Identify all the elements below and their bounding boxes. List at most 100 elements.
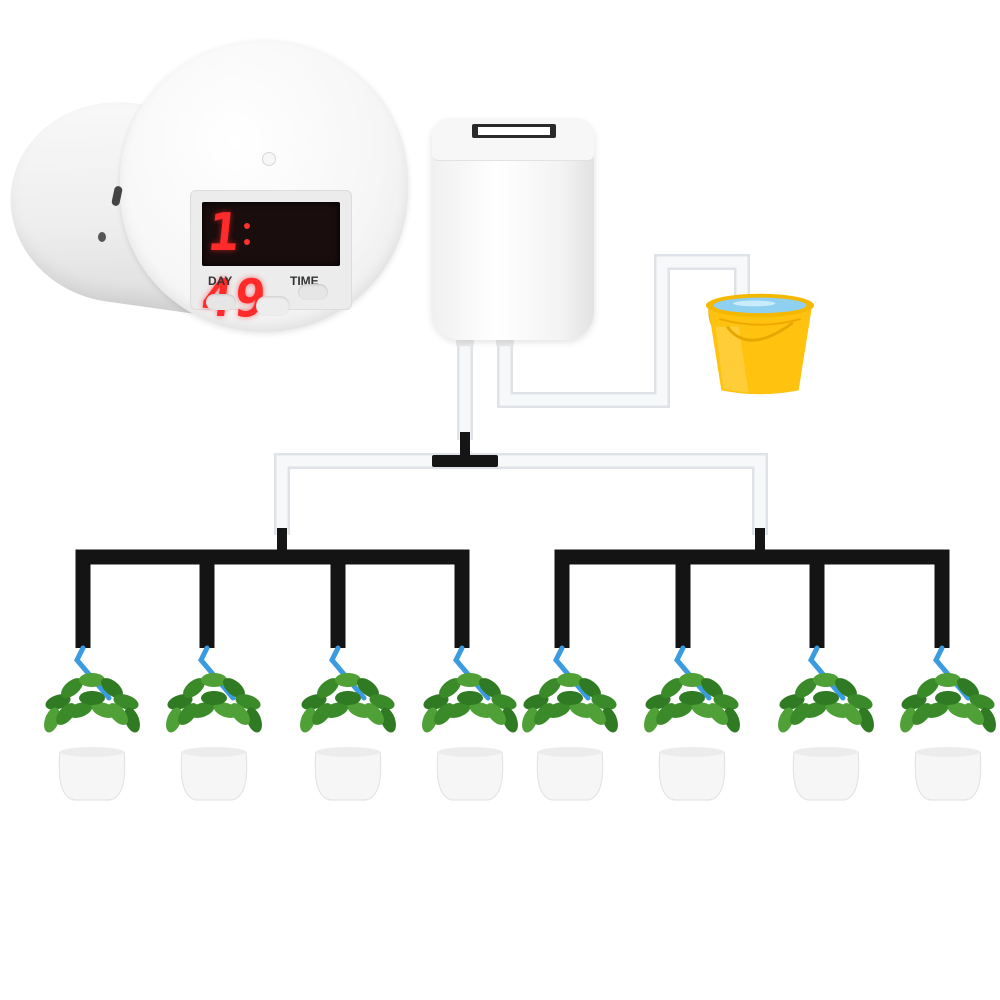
leaf — [557, 673, 583, 687]
leaf — [124, 707, 140, 733]
leaf — [644, 707, 660, 733]
leaf — [364, 703, 384, 725]
leaf — [301, 694, 327, 710]
time-button[interactable] — [298, 284, 328, 300]
plant-pot — [644, 673, 740, 801]
leaf — [591, 694, 617, 710]
leaf — [434, 703, 454, 725]
leaf — [935, 673, 961, 687]
leaf — [847, 694, 873, 710]
leaf — [79, 691, 105, 705]
drip-line — [674, 645, 712, 701]
led-colon — [244, 219, 252, 249]
leaf — [183, 678, 205, 698]
plant-pot — [422, 673, 518, 801]
leaf — [479, 678, 501, 698]
leaf — [835, 678, 857, 698]
plant-pot — [778, 673, 874, 801]
black-manifold-right — [554, 549, 950, 648]
pot-rim — [538, 747, 602, 757]
leaf — [957, 678, 979, 698]
leaf — [813, 673, 839, 687]
leaf — [457, 673, 483, 687]
leaf — [586, 703, 606, 725]
leaf — [335, 691, 361, 705]
leaf — [679, 673, 705, 687]
drip-line — [933, 645, 971, 701]
power-jack — [98, 232, 106, 242]
plant-pot — [44, 673, 140, 801]
leaf — [778, 707, 794, 733]
leaf — [439, 678, 461, 698]
day-button[interactable] — [206, 294, 236, 310]
leaf — [724, 707, 740, 733]
leaf — [235, 694, 261, 710]
leaf — [44, 707, 60, 733]
plant-pot — [900, 673, 996, 801]
leaf — [602, 707, 618, 733]
plant-pot — [522, 673, 618, 801]
leaf — [223, 678, 245, 698]
leaf — [312, 703, 332, 725]
pot-rim — [660, 747, 724, 757]
leaf — [423, 694, 449, 710]
leaf — [679, 691, 705, 705]
leaf — [246, 707, 262, 733]
t-connector — [432, 432, 498, 467]
black-manifold-left — [75, 549, 470, 648]
pot-rim — [316, 747, 380, 757]
leaf — [79, 673, 105, 687]
leaf — [661, 678, 683, 698]
pot — [536, 751, 604, 801]
leaf — [912, 703, 932, 725]
white-tubing — [274, 254, 768, 535]
leaf — [900, 707, 916, 733]
leaf — [858, 707, 874, 733]
leaf — [579, 678, 601, 698]
plant-pot — [166, 673, 262, 801]
center-button[interactable] — [256, 296, 290, 316]
leaf — [45, 694, 71, 710]
leaf — [779, 694, 805, 710]
drip-line — [808, 645, 846, 701]
water-bucket — [705, 293, 815, 395]
leaf — [969, 694, 995, 710]
leaf — [422, 707, 438, 733]
leaf — [534, 703, 554, 725]
day-label: DAY — [208, 274, 233, 288]
leaf — [917, 678, 939, 698]
leaf — [357, 678, 379, 698]
leaf — [790, 703, 810, 725]
pot — [914, 751, 982, 801]
pot-rim — [60, 747, 124, 757]
leaf — [523, 694, 549, 710]
pot — [792, 751, 860, 801]
leaf — [491, 694, 517, 710]
leaf — [842, 703, 862, 725]
plant-pot — [300, 673, 396, 801]
drip-lines — [74, 645, 971, 701]
leaf — [335, 673, 361, 687]
leaf — [61, 678, 83, 698]
leaf — [486, 703, 506, 725]
leaf — [317, 678, 339, 698]
led-display — [202, 202, 340, 266]
right-connector — [755, 528, 765, 550]
leaf — [502, 707, 518, 733]
leaf — [230, 703, 250, 725]
plant-pots — [44, 673, 996, 801]
pot-rim — [182, 747, 246, 757]
leaf — [645, 694, 671, 710]
pot-rim — [794, 747, 858, 757]
leaf — [167, 694, 193, 710]
pot-rim — [916, 747, 980, 757]
indicator-hole — [262, 152, 276, 166]
leaf — [457, 691, 483, 705]
left-connector — [277, 528, 287, 550]
led-digits: 1 49 — [198, 203, 271, 329]
leaf — [901, 694, 927, 710]
leaf — [522, 707, 538, 733]
pot — [658, 751, 726, 801]
leaf — [369, 694, 395, 710]
